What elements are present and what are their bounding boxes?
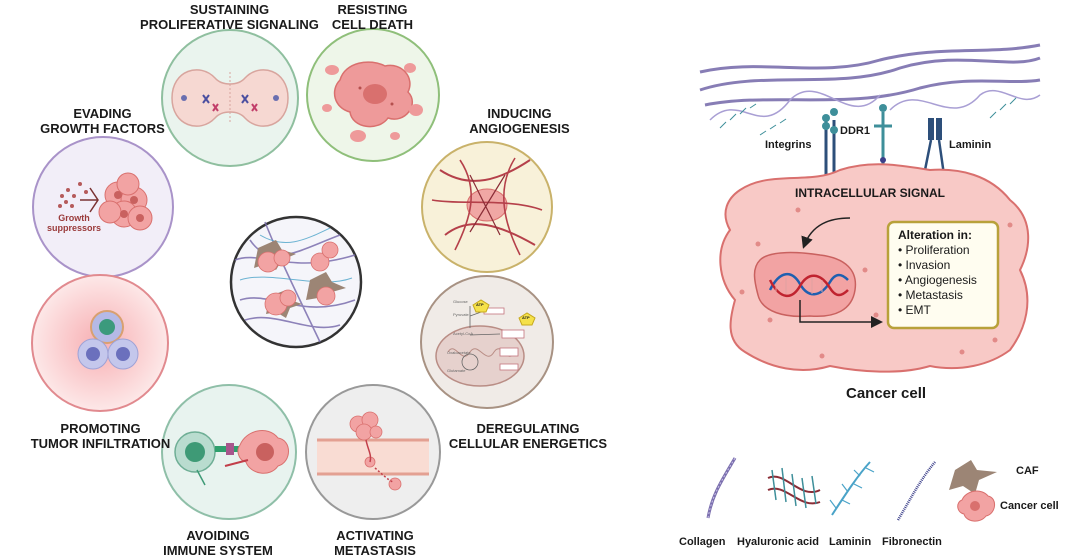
cellular-energetics-circle: Glucose Pyruvate Acetyl-CoA Oxaloacetate… [420,275,554,409]
signal-arrow [801,217,851,249]
growth-suppressors-label: Growth suppressors [44,213,104,233]
hallmark-label-evading: EVADING GROWTH FACTORS [30,106,175,136]
svg-text:Glucose: Glucose [453,299,468,304]
extracellular-matrix-fibers [699,43,1041,136]
alteration-arrow [799,300,883,328]
hallmark-label-line2: TUMOR INFILTRATION [30,436,171,451]
hallmark-label-line2: GROWTH FACTORS [40,121,165,136]
alteration-item-text: EMT [905,303,931,317]
hallmark-label-line2: CELLULAR ENERGETICS [448,436,608,451]
hallmark-label-line2: IMMUNE SYSTEM [163,543,273,558]
cancer-cell-legend-icon [957,490,995,522]
hallmark-label-line2: METASTASIS [334,543,416,558]
laminin-label: Laminin [949,139,992,151]
dna-helix [768,273,849,297]
alteration-title: Alteration in: [898,228,973,242]
activating-metastasis-circle [305,384,441,520]
legend-laminin-label: Laminin [829,536,872,548]
laminin-legend-icon [829,461,875,516]
alteration-item: • Angiogenesis [898,273,977,287]
growth-suppressors-line1: Growth [58,213,90,223]
hallmark-label-resisting: RESISTING CELL DEATH [315,2,430,32]
hallmark-label-promoting: PROMOTING TUMOR INFILTRATION [18,421,183,451]
alteration-item-text: Metastasis [905,288,963,302]
avoiding-immune-system-circle [161,384,297,520]
legend-collagen-label: Collagen [679,536,726,548]
legend-caf-label: CAF [1016,465,1039,477]
hallmark-label-line1: SUSTAINING [189,2,270,17]
alteration-item-text: Invasion [905,258,951,272]
hallmark-label-avoiding: AVOIDING IMMUNE SYSTEM [148,528,288,558]
atp-label-2: ATP [522,315,530,320]
hallmark-label-line2: CELL DEATH [331,17,414,32]
alteration-item: • EMT [898,303,931,317]
resisting-cell-death-circle [306,28,440,162]
integrins-receptor [822,108,838,175]
nucleus [753,251,857,318]
svg-text:Pyruvate: Pyruvate [453,312,470,317]
hallmark-label-line1: EVADING [73,106,132,121]
fibronectin-legend-icon [896,461,936,521]
legend-cancer-cell-label: Cancer cell [1000,500,1059,512]
legend-hyaluronic-acid-label: Hyaluronic acid [737,536,819,548]
hallmark-label-sustaining: SUSTAINING PROLIFERATIVE SIGNALING [127,2,332,32]
svg-text:Glutamate: Glutamate [447,368,466,373]
ddr1-label: DDR1 [840,125,870,137]
alteration-item-text: Angiogenesis [904,273,977,287]
hallmark-label-line1: AVOIDING [186,528,250,543]
alteration-item: • Invasion [898,258,951,272]
alteration-box [886,220,1000,330]
legend-fibronectin-label: Fibronectin [882,536,942,548]
laminin-receptor [922,118,946,176]
hallmark-label-line2: ANGIOGENESIS [469,121,570,136]
collagen-legend-icon [706,457,737,519]
alteration-item: • Proliferation [898,243,970,257]
caf-legend-icon [949,460,997,494]
growth-suppressors-line2: suppressors [46,223,102,233]
cancer-cell-title: Cancer cell [846,385,927,402]
evading-growth-factors-circle [32,136,174,278]
tumor-microenvironment-circle [229,215,363,349]
tumor-infiltration-circle [31,274,169,412]
hallmark-label-line1: INDUCING [487,106,552,121]
hallmark-label-inducing: INDUCING ANGIOGENESIS [457,106,582,136]
hallmark-label-line1: DEREGULATING [476,421,580,436]
hallmark-label-line1: PROMOTING [60,421,141,436]
angiogenesis-circle [421,141,553,273]
hyaluronic-acid-legend-icon [767,467,821,509]
alteration-item-text: Proliferation [905,243,970,257]
hallmark-label-activating: ACTIVATING METASTASIS [315,528,435,558]
atp-label-1: ATP [476,302,484,307]
hallmark-label-deregulating: DEREGULATING CELLULAR ENERGETICS [433,421,623,451]
proliferative-signaling-circle [161,29,299,167]
alteration-panel: Alteration in: • Proliferation • Invasio… [898,228,977,318]
hallmark-label-line2: PROLIFERATIVE SIGNALING [140,17,319,32]
svg-text:Oxaloacetate: Oxaloacetate [447,350,471,355]
alteration-item: • Metastasis [898,288,963,302]
hallmark-label-line1: RESISTING [337,2,408,17]
integrins-label: Integrins [765,139,812,151]
hallmark-label-line1: ACTIVATING [336,528,414,543]
svg-text:Acetyl-CoA: Acetyl-CoA [453,331,473,336]
intracellular-signal-label: INTRACELLULAR SIGNAL [795,186,945,200]
alteration-title-text: Alteration in [898,228,969,242]
